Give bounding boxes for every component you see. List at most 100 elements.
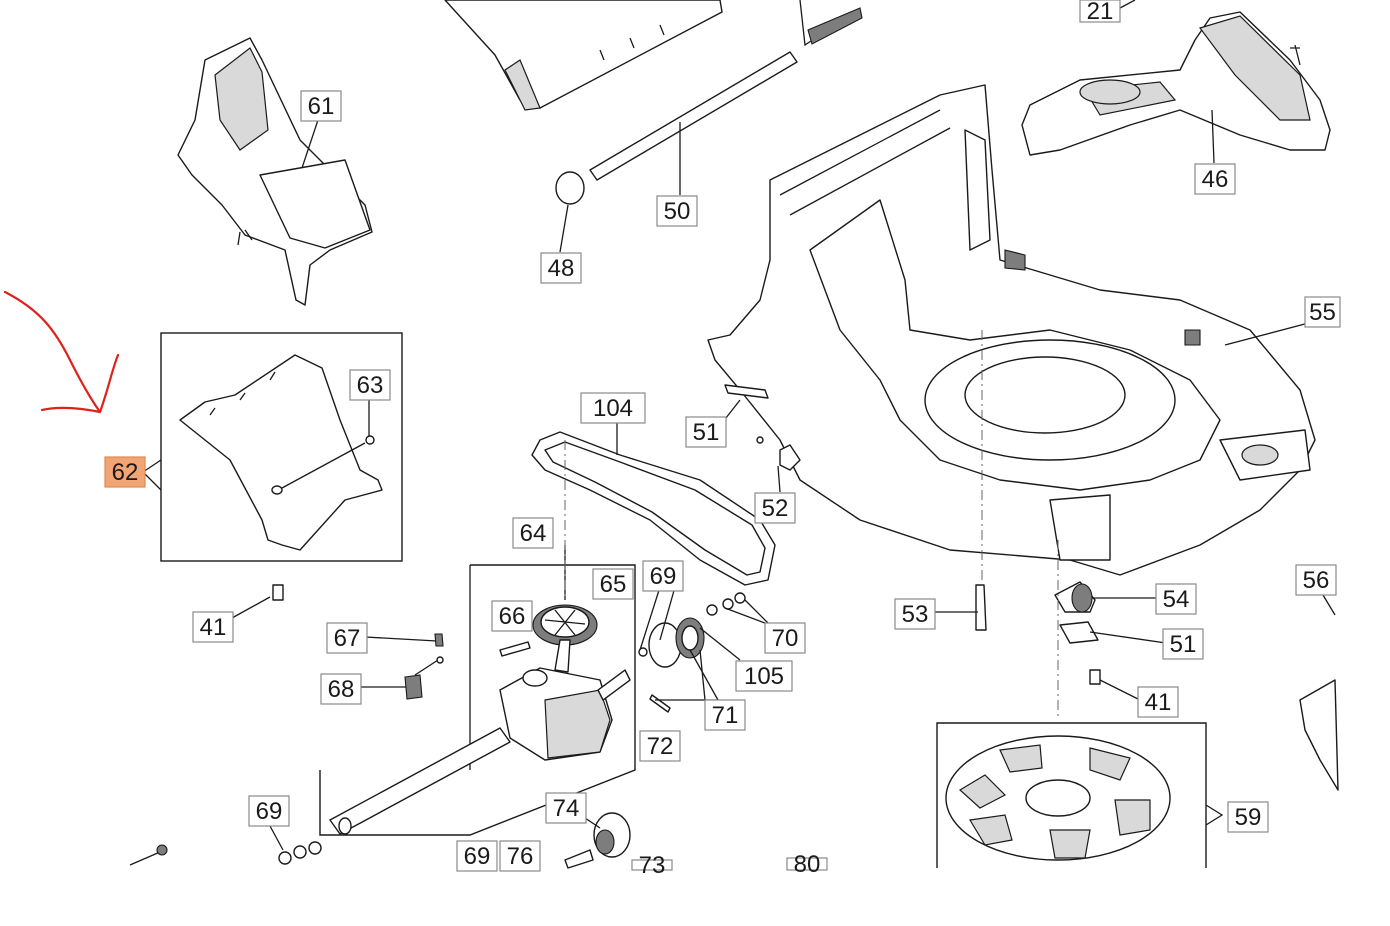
callout-label: 50: [664, 198, 691, 225]
part-top-chute: [444, 0, 723, 111]
callout-72: 72: [639, 730, 681, 762]
callout-label: 61: [308, 93, 335, 120]
part-104-belt: [531, 420, 776, 586]
callout-box: [786, 857, 828, 871]
callout-label: 62: [112, 459, 139, 486]
callout-label: 71: [712, 702, 739, 729]
callout-box: [540, 252, 582, 284]
callout-box: [1227, 801, 1269, 833]
callout-label: 51: [693, 419, 720, 446]
callout-59: 59: [1227, 801, 1269, 833]
callout-label: 80: [794, 851, 821, 878]
callout-box: [764, 622, 806, 654]
callout-box: [656, 195, 698, 227]
part-55-mower-deck: [707, 84, 1321, 576]
part-62-group-box: [142, 332, 403, 562]
callout-box: [704, 699, 746, 731]
part-54-bushing: [1054, 581, 1096, 613]
part-50-rod: [589, 51, 798, 181]
callout-box: [685, 416, 727, 448]
callout-box: [735, 660, 793, 692]
callout-53: 53: [894, 598, 936, 630]
callout-box: [1079, 0, 1121, 23]
callout-label: 41: [200, 614, 227, 641]
part-69-washers-bottom: [278, 841, 322, 865]
callout-box: [456, 840, 498, 872]
callout-label: 51: [1170, 631, 1197, 658]
callout-80: 80: [786, 851, 828, 878]
leader-lines: [231, 0, 1215, 851]
callout-label: 55: [1309, 299, 1336, 326]
callout-label: 70: [772, 625, 799, 652]
callout-box: [1295, 564, 1337, 596]
callout-label: 21: [1087, 0, 1114, 25]
callout-52: 52: [754, 492, 796, 524]
part-56-right-bracket: [1299, 589, 1339, 791]
callout-label: 54: [1163, 586, 1190, 613]
callout-box: [1155, 583, 1197, 615]
callout-61: 61: [300, 90, 342, 122]
callout-box: [642, 560, 684, 592]
callout-69: 69: [456, 840, 498, 872]
callout-label: 74: [553, 795, 580, 822]
callout-68: 68: [320, 673, 362, 705]
callout-label: 48: [548, 255, 575, 282]
callout-63: 63: [349, 369, 391, 401]
part-bolt-bottom-left: [129, 844, 168, 866]
callout-box: [1137, 686, 1179, 718]
callout-box: [592, 568, 634, 600]
callout-73: 73: [631, 852, 673, 879]
callout-label: 69: [256, 798, 283, 825]
callout-41: 41: [1137, 686, 1179, 718]
callout-box: [192, 611, 234, 643]
callout-box: [248, 795, 290, 827]
callout-box: [580, 392, 646, 424]
callout-label: 46: [1202, 166, 1229, 193]
callout-104: 104: [580, 392, 646, 424]
part-59-group-box: [936, 722, 1224, 868]
part-51-plate-center: [724, 384, 769, 399]
callout-label: 66: [499, 603, 526, 630]
callout-box: [512, 517, 554, 549]
part-76-screw: [564, 849, 594, 869]
callout-62: 62: [104, 456, 146, 488]
callout-label: 69: [464, 843, 491, 870]
callout-70: 70: [764, 622, 806, 654]
callout-64: 64: [512, 517, 554, 549]
part-46-handle-bracket: [1021, 11, 1331, 156]
part-48-cap: [555, 171, 585, 205]
part-53-bolt: [975, 330, 987, 631]
callout-65: 65: [592, 568, 634, 600]
callout-label: 69: [650, 563, 677, 590]
callout-box: [1162, 628, 1204, 660]
callout-21: 21: [1079, 0, 1121, 25]
callout-74: 74: [545, 792, 587, 824]
part-61-rear-flap-bracket: [177, 37, 373, 306]
part-51-plate-right: [1059, 621, 1099, 644]
callout-label: 68: [328, 676, 355, 703]
callout-label: 52: [762, 495, 789, 522]
callout-box: [754, 492, 796, 524]
callout-105: 105: [735, 660, 793, 692]
part-68-spring: [360, 656, 444, 700]
callout-box: [499, 840, 541, 872]
callout-label: 76: [507, 843, 534, 870]
callout-label: 104: [593, 395, 633, 422]
callout-box: [349, 369, 391, 401]
callout-69: 69: [248, 795, 290, 827]
callout-48: 48: [540, 252, 582, 284]
callout-label: 56: [1303, 567, 1330, 594]
callout-55: 55: [1304, 296, 1341, 328]
callout-66: 66: [491, 600, 533, 632]
callout-label: 41: [1145, 689, 1172, 716]
callout-label: 73: [639, 852, 666, 879]
part-64-gearbox-group: [319, 545, 636, 836]
red-pointer-arrow-icon: [3, 290, 120, 414]
part-71-gear: [638, 592, 746, 713]
callout-51: 51: [685, 416, 727, 448]
callout-box: [320, 673, 362, 705]
callout-label: 72: [647, 733, 674, 760]
callout-box: [104, 456, 146, 488]
callout-box: [326, 622, 368, 654]
